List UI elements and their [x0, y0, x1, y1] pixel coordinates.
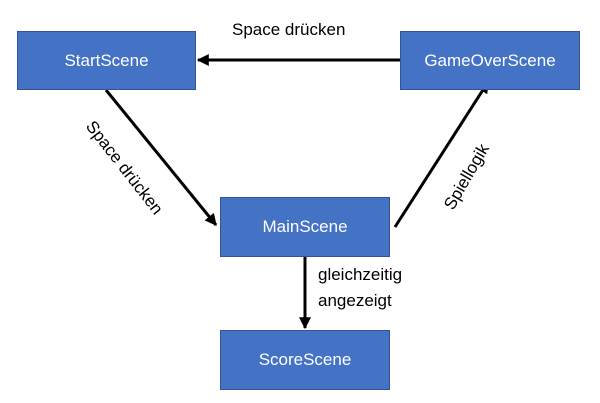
main-scene-label: MainScene — [262, 217, 348, 236]
main-scene-node: MainScene — [220, 197, 390, 257]
score-scene-node: ScoreScene — [220, 330, 390, 390]
edge-label-main-to-score-line2: angezeigt — [318, 291, 392, 310]
gameover-scene-node: GameOverScene — [400, 31, 580, 90]
gameover-scene-label: GameOverScene — [424, 50, 556, 70]
edge-label-main-to-score-line1: gleichzeitig — [318, 265, 403, 284]
edge-label-main-to-score: gleichzeitig angezeigt — [318, 262, 402, 314]
start-scene-label: StartScene — [64, 50, 149, 70]
arrow-main-to-gameover — [393, 80, 490, 228]
start-scene-node: StartScene — [17, 31, 196, 90]
arrow-start-to-main — [104, 89, 218, 226]
edge-label-gameover-to-start: Space drücken — [232, 20, 346, 39]
score-scene-label: ScoreScene — [258, 350, 352, 369]
